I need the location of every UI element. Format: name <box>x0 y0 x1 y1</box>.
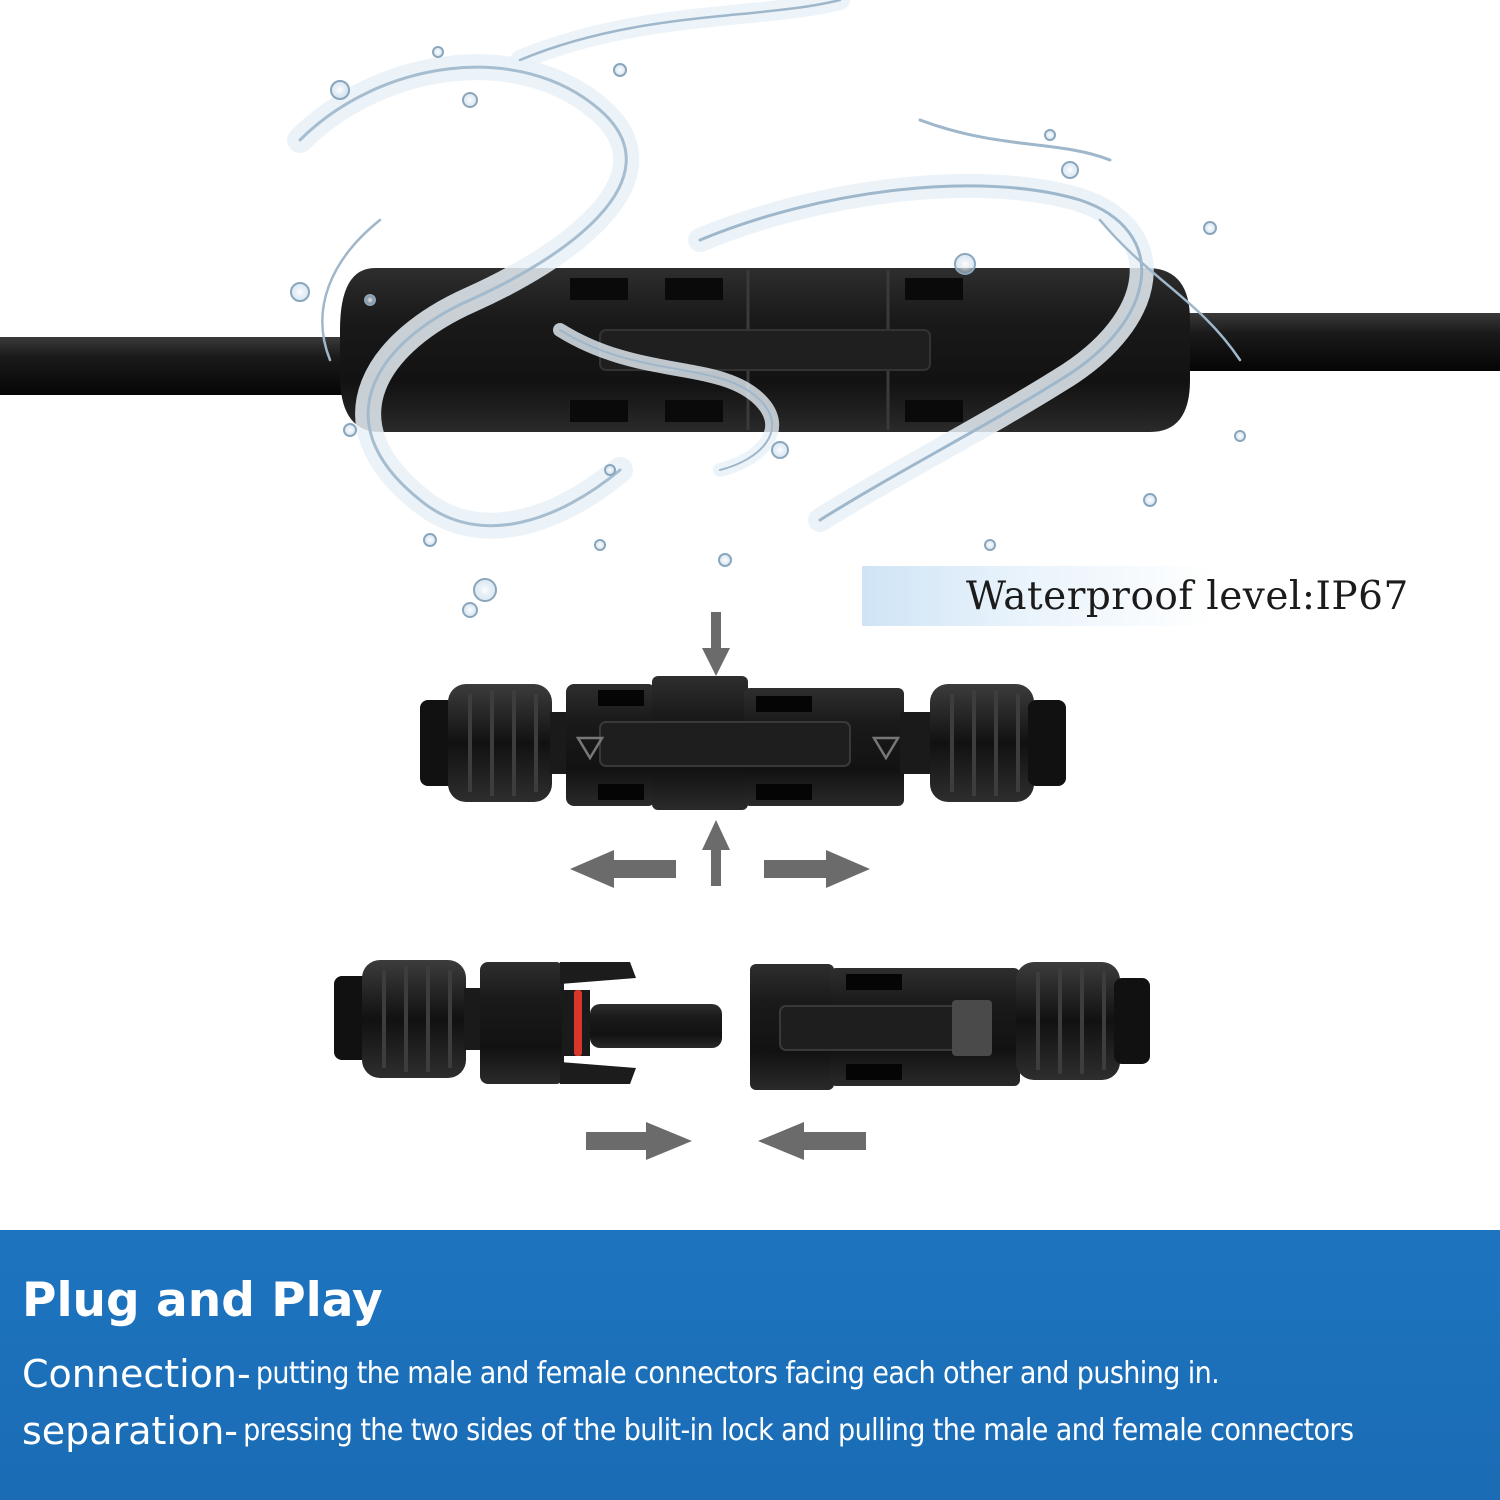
info-banner <box>0 1230 1500 1500</box>
nut-grip-ridges <box>950 690 1020 796</box>
water-droplets <box>290 46 1246 618</box>
up-arrow-icon <box>702 820 730 886</box>
triangle-warning-icon <box>575 736 605 761</box>
right-arrow-icon <box>764 850 870 888</box>
left-arrow-icon <box>570 850 676 888</box>
center-spine <box>599 721 851 767</box>
left-lock-nut <box>448 684 552 802</box>
waterproof-badge-text: Waterproof level:IP67 <box>966 574 1409 619</box>
top-connector-slot <box>665 400 723 422</box>
left-thread <box>550 712 570 774</box>
connection-description: putting the male and female connectors f… <box>255 1356 1220 1391</box>
right-cable <box>1170 313 1500 371</box>
male-thread <box>464 988 484 1050</box>
female-lock-nut <box>1016 962 1120 1080</box>
nut-grip-ridges <box>468 690 538 796</box>
left-arrow-icon <box>758 1122 866 1160</box>
male-connector <box>334 960 722 1084</box>
top-connector-slot <box>905 400 963 422</box>
triangle-warning-icon <box>871 736 901 761</box>
separation-term: separation- <box>22 1409 238 1453</box>
waterproof-badge <box>862 566 1500 626</box>
male-latch-bottom <box>560 1062 636 1084</box>
left-cable <box>0 337 380 395</box>
housing-slot <box>756 696 812 712</box>
male-housing <box>480 962 564 1084</box>
right-lock-nut <box>930 684 1034 802</box>
down-arrow-icon <box>702 612 730 676</box>
connection-term: Connection- <box>22 1352 251 1396</box>
female-insert <box>952 1000 992 1056</box>
top-connector-slot <box>570 400 628 422</box>
connection-row: Connection- putting the male and female … <box>22 1348 1220 1400</box>
mated-connector-pair <box>420 676 1066 810</box>
separation-row: separation- pressing the two sides of th… <box>22 1405 1354 1457</box>
housing-slot <box>598 690 644 706</box>
male-pin <box>590 1004 722 1048</box>
water-splash <box>287 0 1242 539</box>
connector-illustration <box>0 0 1500 1160</box>
male-latch-top <box>560 962 636 984</box>
housing-slot <box>756 784 812 800</box>
female-end-cap <box>1114 978 1150 1064</box>
housing-slot <box>846 1064 902 1080</box>
right-thread <box>900 712 934 774</box>
separation-description: pressing the two sides of the bulit-in l… <box>243 1413 1354 1448</box>
housing-slot <box>846 974 902 990</box>
top-connector-assembly <box>0 268 1500 432</box>
top-connector-slot <box>665 278 723 300</box>
male-end-cap <box>334 976 370 1060</box>
housing-slot <box>598 784 644 800</box>
right-arrow-icon <box>586 1122 692 1160</box>
female-spine <box>779 1005 981 1051</box>
right-end-cap <box>1028 700 1066 786</box>
seal-ring <box>574 990 582 1056</box>
female-connector <box>750 962 1150 1090</box>
top-connector-slot <box>905 278 963 300</box>
banner-title: Plug and Play <box>22 1273 383 1328</box>
nut-grip-ridges <box>1036 968 1106 1074</box>
top-connector-slot <box>570 278 628 300</box>
left-end-cap <box>420 700 456 786</box>
nut-grip-ridges <box>382 966 452 1072</box>
male-lock-nut <box>362 960 466 1078</box>
